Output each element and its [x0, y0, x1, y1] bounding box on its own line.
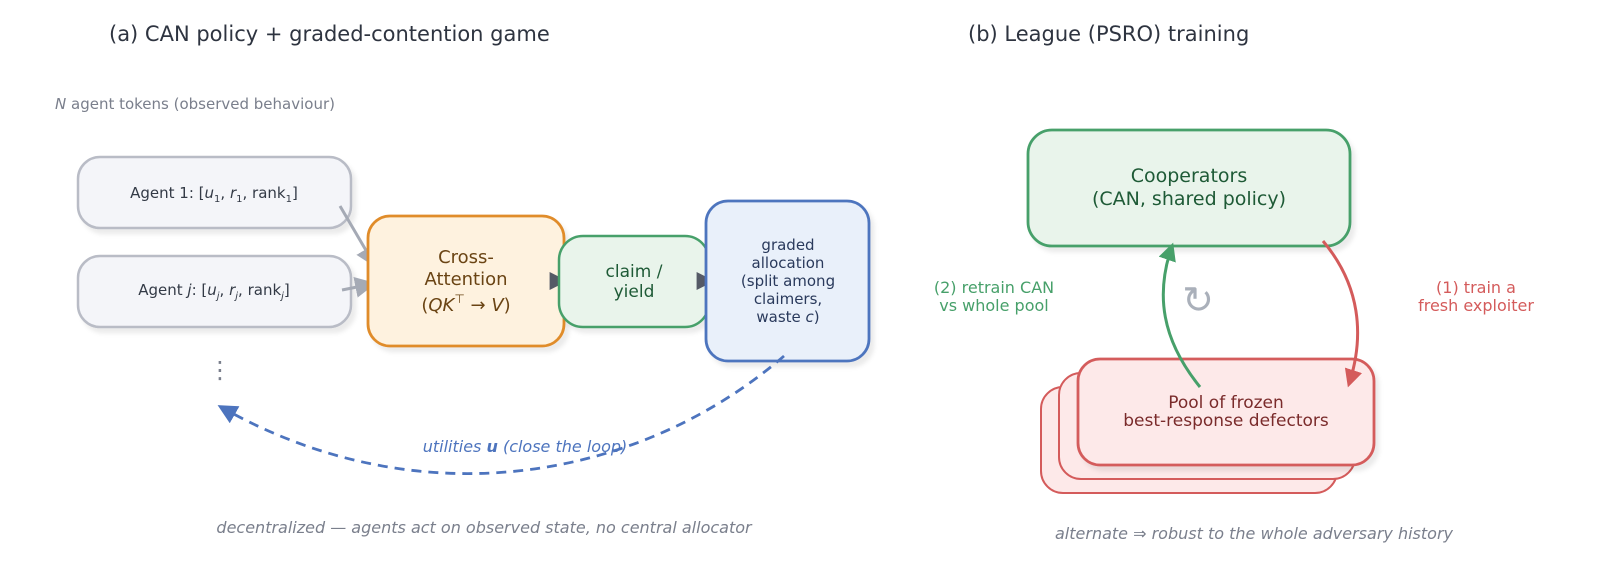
- retrain-label-line2: vs whole pool: [939, 296, 1048, 315]
- cycle-icon: ↻: [1182, 278, 1214, 322]
- agent-1-label: Agent 1: [u1, r1, rank1]: [130, 184, 298, 205]
- vdots: ⋮: [208, 356, 232, 384]
- train-exploiter-arrow: [1321, 240, 1363, 388]
- agent-j-label: Agent j: [uj, rj, rankj]: [138, 281, 290, 302]
- graded-line3: (split among: [741, 272, 835, 290]
- agent-1-box: [76, 155, 353, 230]
- utilities-label: utilities u (close the loop): [423, 437, 628, 456]
- graded-line4: claimers,: [754, 290, 822, 308]
- exploiter-label-line2: fresh exploiter: [1418, 296, 1534, 315]
- cross-attention-line1: Cross-: [438, 247, 494, 268]
- tokens-label: N agent tokens (observed behaviour): [55, 95, 335, 113]
- panel-a-caption: decentralized — agents act on observed s…: [216, 518, 753, 537]
- graded-line5: waste c): [756, 308, 819, 326]
- retrain-label-line1: (2) retrain CAN: [934, 278, 1054, 297]
- graded-allocation-box: [704, 199, 871, 363]
- cross-attention-line2: Attention: [424, 269, 507, 290]
- feedback-loop-arrow: [217, 354, 785, 475]
- cross-attention-formula: (QK⊤ → V): [421, 292, 510, 316]
- pool-line2: best-response defectors: [1123, 411, 1329, 431]
- panel-a-title: (a) CAN policy + graded-contention game: [109, 22, 550, 46]
- panel-b-caption: alternate ⇒ robust to the whole adversar…: [1055, 524, 1454, 543]
- graded-line1: graded: [761, 236, 814, 254]
- retrain-arrow: [1158, 242, 1202, 388]
- pool-line1: Pool of frozen: [1168, 393, 1284, 413]
- graded-line2: allocation: [752, 254, 825, 272]
- agent-j-box: [76, 254, 353, 329]
- pool-card-front: [1076, 357, 1376, 467]
- claim-yield-line2: yield: [614, 282, 655, 302]
- cooperators-line1: Cooperators: [1131, 165, 1248, 187]
- cooperators-box: [1026, 128, 1352, 248]
- cooperators-line2: (CAN, shared policy): [1092, 188, 1286, 210]
- claim-yield-line1: claim /: [606, 262, 663, 282]
- panel-b-title: (b) League (PSRO) training: [968, 22, 1249, 46]
- exploiter-label-line1: (1) train a: [1436, 278, 1516, 297]
